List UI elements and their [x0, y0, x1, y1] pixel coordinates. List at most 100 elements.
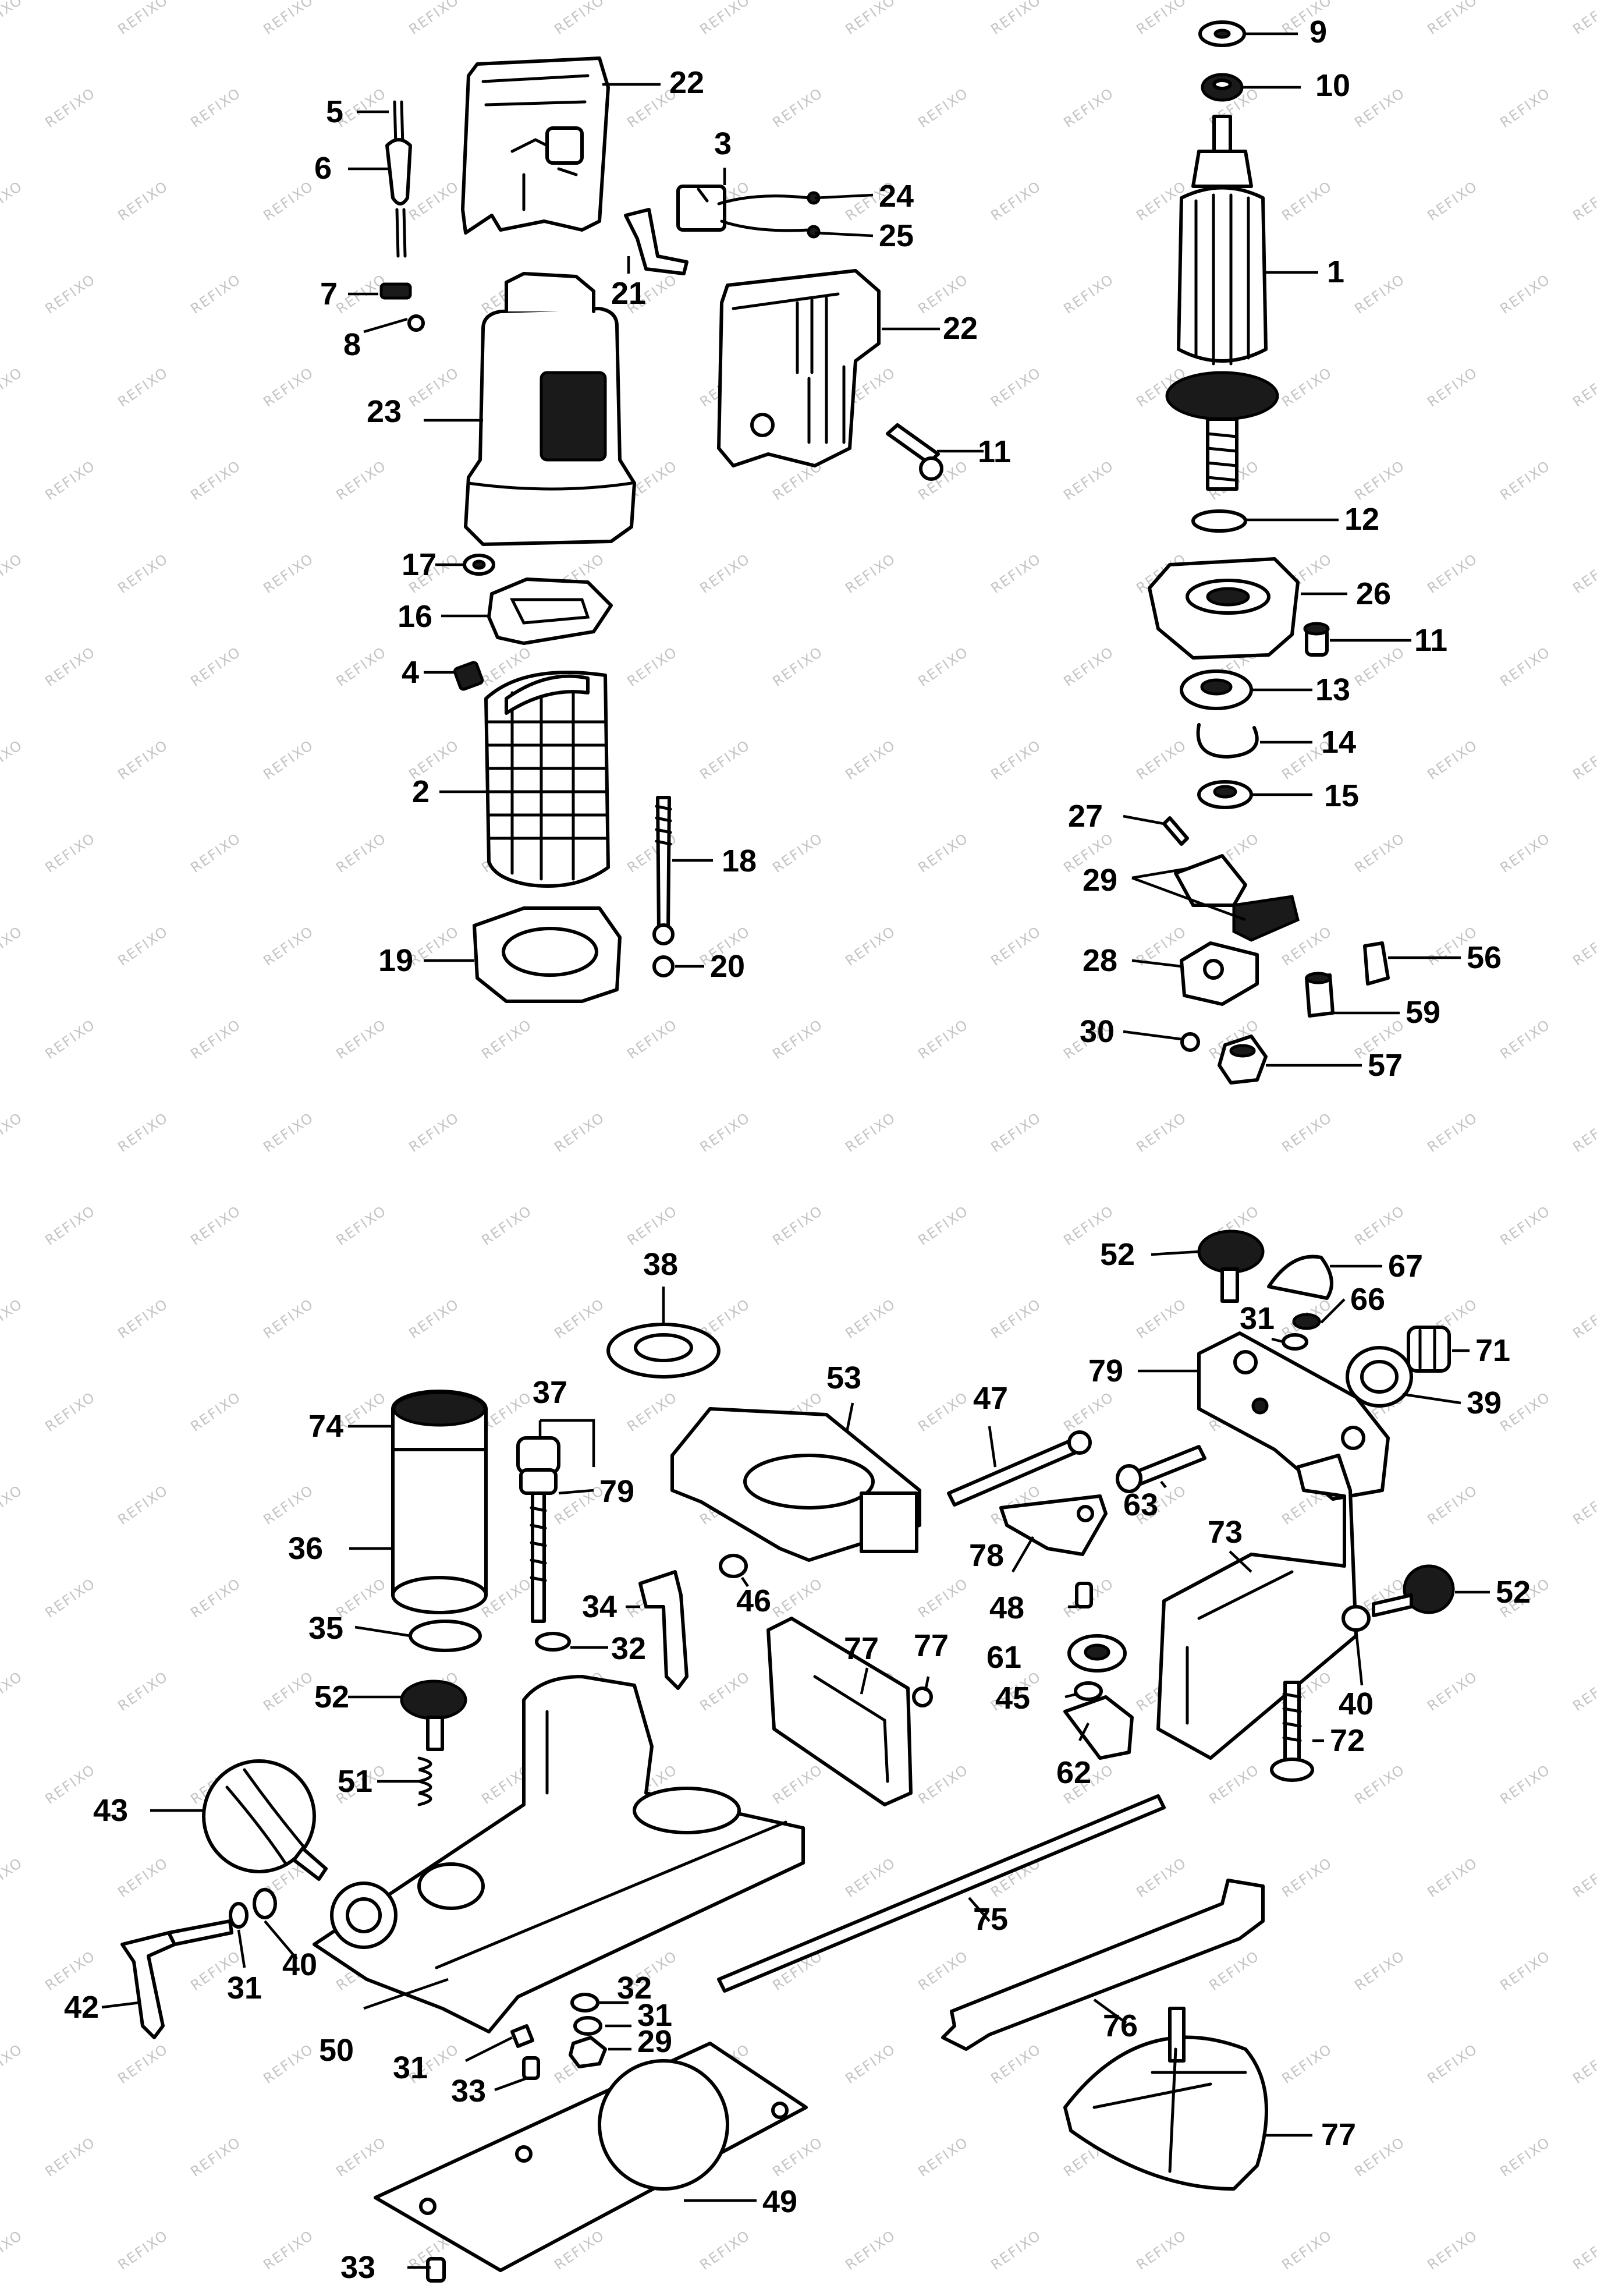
watermark-text: REFIXO	[406, 178, 462, 224]
watermark-text: REFIXO	[769, 84, 826, 130]
part-label: 20	[710, 949, 745, 984]
watermark-text: REFIXO	[1497, 1388, 1553, 1434]
watermark-text: REFIXO	[1351, 457, 1408, 503]
watermark-text: REFIXO	[42, 84, 98, 130]
watermark-text: REFIXO	[1497, 1761, 1553, 1807]
watermark-text: REFIXO	[406, 923, 462, 969]
part-65-knob	[1407, 1326, 1451, 1373]
part-22-housing-half-front	[717, 269, 881, 467]
part-50-screw	[1075, 1582, 1093, 1608]
part-label: 33	[451, 2074, 486, 2109]
watermark-text: REFIXO	[333, 643, 389, 689]
part-40-ring	[1346, 1346, 1413, 1408]
part-label: 47	[973, 1381, 1008, 1416]
watermark-text: REFIXO	[1570, 178, 1597, 224]
watermark-text: REFIXO	[406, 1109, 462, 1155]
part-label: 52	[1100, 1237, 1135, 1272]
watermark-text: REFIXO	[1351, 830, 1408, 876]
watermark-text: REFIXO	[1060, 84, 1117, 130]
watermark-text: REFIXO	[406, 1295, 462, 1341]
watermark-text: REFIXO	[1424, 736, 1481, 782]
part-3-brush-holder	[676, 185, 811, 232]
part-label: 24	[879, 179, 914, 214]
watermark-text: REFIXO	[1570, 550, 1597, 596]
part-75-bracket	[999, 1494, 1108, 1556]
watermark-text: REFIXO	[1570, 1668, 1597, 1714]
watermark-text: REFIXO	[1424, 550, 1481, 596]
watermark-text: REFIXO	[260, 178, 317, 224]
watermark-text: REFIXO	[988, 2040, 1044, 2086]
part-53-knob-top	[1197, 1230, 1265, 1303]
part-label: 29	[1083, 863, 1117, 898]
watermark-text: REFIXO	[988, 1295, 1044, 1341]
part-label: 39	[1467, 1386, 1502, 1420]
part-label: 18	[722, 844, 757, 878]
watermark-text: REFIXO	[988, 2227, 1044, 2273]
watermark-text: REFIXO	[1424, 364, 1481, 410]
part-label: 62	[1056, 1755, 1091, 1790]
part-label: 77	[844, 1631, 879, 1666]
watermark-text: REFIXO	[915, 2134, 971, 2180]
watermark-text: REFIXO	[1497, 457, 1553, 503]
watermark-text: REFIXO	[1570, 364, 1597, 410]
part-36-lever	[638, 1570, 689, 1690]
watermark-text: REFIXO	[1279, 2040, 1335, 2086]
part-2-stator	[484, 671, 610, 888]
watermark-text: REFIXO	[624, 1388, 680, 1434]
part-label: 31	[393, 2050, 428, 2085]
watermark-text: REFIXO	[260, 1109, 317, 1155]
watermark-text: REFIXO	[115, 1854, 171, 1900]
part-8-screw	[407, 314, 425, 332]
watermark-text: REFIXO	[1497, 1947, 1553, 1993]
part-label: 3	[714, 126, 732, 161]
part-53-knob-left	[400, 1680, 467, 1751]
watermark-text: REFIXO	[260, 1668, 317, 1714]
part-30-screw	[1180, 1032, 1200, 1052]
part-label: 13	[1315, 672, 1350, 707]
watermark-text: REFIXO	[0, 923, 26, 969]
watermark-text: REFIXO	[988, 736, 1044, 782]
part-label: 71	[1475, 1333, 1510, 1368]
part-47-sub-base-plate	[374, 2042, 808, 2272]
watermark-text: REFIXO	[915, 830, 971, 876]
watermark-text: REFIXO	[1206, 1947, 1262, 1993]
part-label: 32	[617, 1971, 652, 2006]
watermark-text: REFIXO	[915, 271, 971, 317]
watermark-text: REFIXO	[842, 2227, 899, 2273]
watermark-text: REFIXO	[115, 1482, 171, 1528]
part-6-cable-sleeve	[385, 100, 412, 258]
part-label: 67	[1388, 1249, 1423, 1284]
part-66-bolt	[1270, 1681, 1314, 1782]
part-51-router-base	[313, 1675, 805, 2033]
watermark-text: REFIXO	[842, 2040, 899, 2086]
watermark-text: REFIXO	[187, 457, 244, 503]
part-57-collet	[1305, 972, 1335, 1018]
part-22-housing-half-rear	[461, 56, 610, 235]
part-64-nut	[1292, 1313, 1321, 1330]
watermark-text: REFIXO	[1570, 1295, 1597, 1341]
part-39-knob	[516, 1436, 560, 1495]
watermark-text: REFIXO	[1279, 1109, 1335, 1155]
part-43-washer-left	[253, 1888, 277, 1919]
part-14-retaining-ring	[1196, 723, 1259, 759]
part-label: 1	[1327, 254, 1344, 289]
part-44-clamp-lever	[120, 1919, 233, 2039]
part-42-depth-ring	[606, 1323, 721, 1379]
part-label: 46	[736, 1583, 771, 1618]
part-label: 56	[1467, 940, 1502, 975]
part-38-column	[391, 1448, 488, 1614]
part-label: 32	[611, 1631, 646, 1666]
part-label: 53	[826, 1360, 861, 1395]
watermark-text: REFIXO	[0, 550, 26, 596]
watermark-text: REFIXO	[187, 1575, 244, 1621]
part-label: 34	[582, 1589, 617, 1624]
watermark-text: REFIXO	[988, 178, 1044, 224]
part-labels: 9 10 5 22 3 6 24 25 1 7 21 22 8 23 11 12…	[64, 15, 1531, 2285]
watermark-text: REFIXO	[1424, 1854, 1481, 1900]
watermark-text: REFIXO	[333, 830, 389, 876]
watermark-text: REFIXO	[42, 643, 98, 689]
watermark-text: REFIXO	[42, 1947, 98, 1993]
watermark-text: REFIXO	[260, 364, 317, 410]
watermark-text: REFIXO	[624, 830, 680, 876]
watermark-text: REFIXO	[769, 643, 826, 689]
